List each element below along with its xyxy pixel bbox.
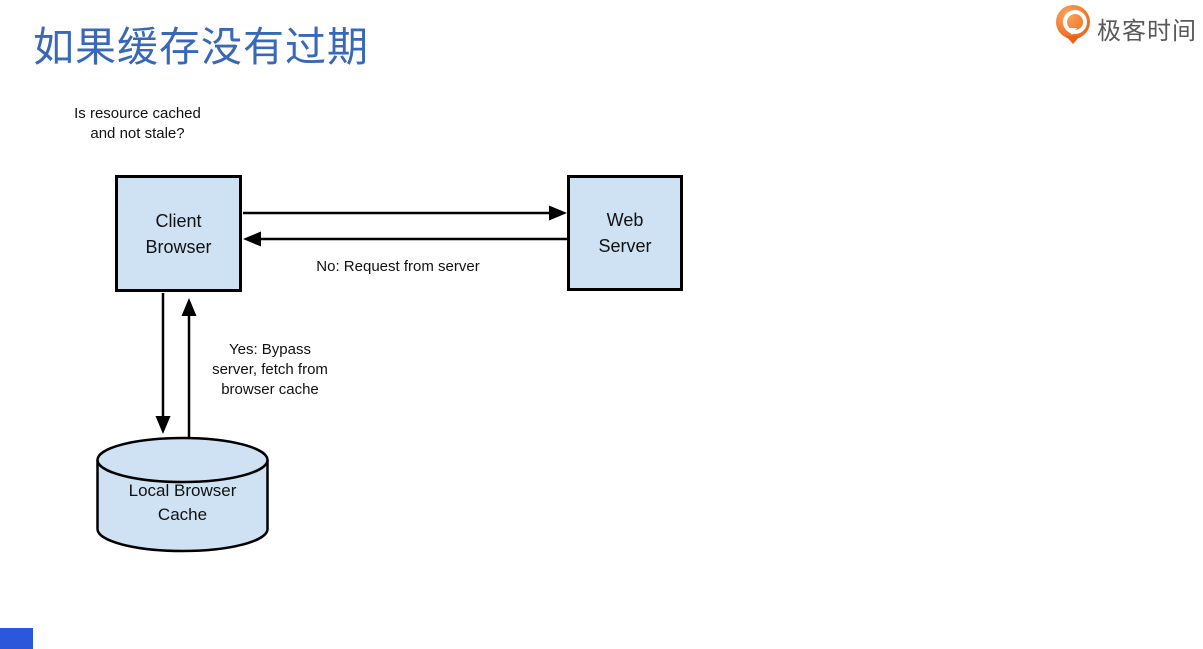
client-browser-node: Client Browser [115, 175, 242, 292]
geektime-brand-name: 极客时间 [1097, 18, 1197, 45]
local-browser-cache-node-label: Local Browser Cache [128, 481, 237, 524]
arrow-response-head [243, 231, 261, 247]
no-edge-label: No: Request from server [316, 258, 480, 275]
geektime-logo: 极客时间 [1056, 5, 1201, 45]
geektime-pin-icon [1056, 5, 1090, 45]
question-label: Is resource cached and not stale? [74, 105, 201, 142]
cache-cylinder-body [96, 460, 269, 553]
cache-cylinder-top [96, 436, 269, 484]
bottom-accent-bar [0, 628, 33, 649]
yes-edge-label: Yes: Bypass server, fetch from browser c… [212, 341, 328, 398]
arrow-request-head [549, 205, 567, 221]
web-server-node: Web Server [567, 175, 683, 291]
arrow-from-cache-head [181, 298, 197, 316]
page-title: 如果缓存没有过期 [33, 24, 369, 70]
arrow-to-cache-head [155, 416, 171, 434]
